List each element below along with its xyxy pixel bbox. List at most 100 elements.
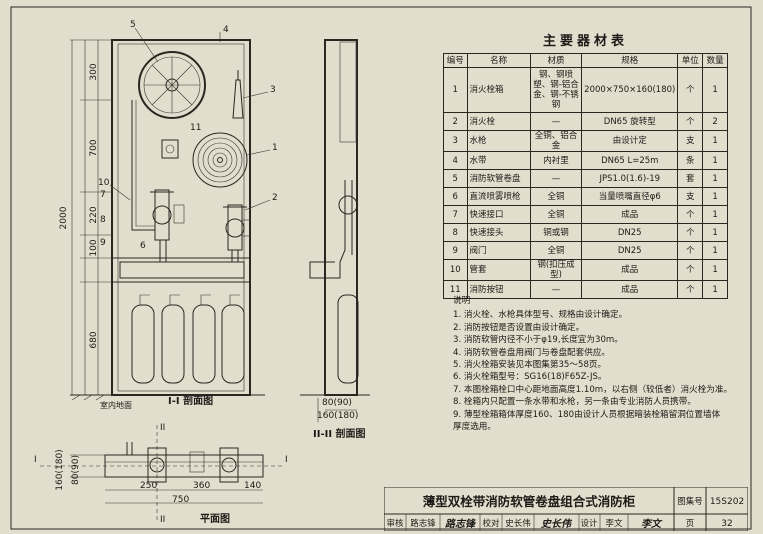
table-cell: 6 [443, 187, 468, 206]
plan-title: 平面图 [200, 513, 230, 525]
table-cell: 消火栓箱 [466, 67, 531, 113]
note-item: 4. 消防软管卷盘用阀门与卷盘配套供应。 [453, 347, 611, 358]
table-cell: 7 [443, 205, 468, 224]
note-item: 3. 消防软管内径不小于φ19,长度宜为30m。 [453, 335, 623, 346]
col-header: 规格 [581, 53, 679, 68]
dim-80-90-left: 80(90) [71, 455, 81, 485]
table-cell: 个 [677, 223, 704, 242]
table-cell: 2000×750×160(180) [581, 67, 679, 113]
dim-700: 700 [89, 139, 99, 156]
table-cell: 1 [702, 67, 728, 113]
section-1-1-view: 300 700 2000 220 100 680 5 4 3 11 1 2 10… [59, 20, 278, 410]
section-2-2-view: 80(90) 160(180) II-II 剖面图 [300, 39, 370, 440]
fire-button [161, 139, 179, 159]
table-cell: 支 [677, 130, 704, 152]
view-title-2: II-II 剖面图 [313, 427, 366, 440]
table-cell: 1 [443, 67, 468, 113]
table-cell: 成品 [581, 205, 679, 224]
col-header: 编号 [443, 53, 468, 68]
design-name: 李文 [605, 518, 623, 529]
table-cell: 全铜 [529, 187, 583, 206]
table-cell: 钢(扣压成型) [529, 259, 583, 281]
table-cell: 成品 [581, 280, 679, 299]
design-signature: 李文 [641, 518, 663, 530]
title-block: 薄型双栓带消防软管卷盘组合式消防柜 图集号 15S202 审核 路志锋 路志锋 … [384, 487, 748, 531]
drawing-title: 薄型双栓带消防软管卷盘组合式消防柜 [423, 494, 636, 509]
notes-header: 说明 [453, 296, 471, 306]
col-header: 名称 [466, 53, 531, 68]
table-header-row: 编号 名称 材质 规格 单位 数量 [443, 53, 728, 68]
water-gun [232, 79, 244, 119]
dim-100: 100 [89, 239, 99, 256]
dim-220: 220 [89, 206, 99, 223]
table-cell: 9 [443, 241, 468, 260]
check-label: 校对 [482, 518, 500, 529]
col-header: 数量 [702, 53, 728, 68]
table-cell: 1 [702, 259, 728, 281]
check-name: 史长伟 [505, 518, 531, 529]
table-cell: 支 [677, 187, 704, 206]
page-label: 页 [686, 519, 695, 529]
section-mark-I-right: I [285, 455, 288, 465]
table-cell: 10 [443, 259, 468, 281]
dim-80-90: 80(90) [322, 398, 352, 408]
notes-section: 说明 1. 消火栓、水枪具体型号、规格由设计确定。2. 消防按钮是否设置由设计确… [453, 295, 743, 433]
table-cell: DN65 L=25m [581, 151, 679, 170]
table-cell: 4 [443, 151, 468, 170]
col-header: 材质 [529, 53, 583, 68]
table-cell: 1 [702, 223, 728, 242]
note-item: 厚度选用。 [453, 422, 496, 433]
callout-7: 7 [100, 190, 106, 200]
callout-2: 2 [272, 193, 278, 203]
table-cell: 当量喷嘴直径φ6 [581, 187, 679, 206]
hydrant-valve-1 [150, 189, 185, 241]
page-number: 32 [721, 519, 732, 529]
review-name: 路志锋 [410, 518, 436, 529]
dim-250: 250 [140, 481, 157, 491]
table-cell: 直流喷雾喷枪 [466, 187, 531, 206]
table-cell: 1 [702, 205, 728, 224]
table-cell: 成品 [581, 259, 679, 281]
table-cell: 11 [443, 280, 468, 299]
atlas-number: 15S202 [710, 497, 744, 507]
table-cell: — [529, 169, 583, 188]
notes-list: 1. 消火栓、水枪具体型号、规格由设计确定。2. 消防按钮是否设置由设计确定。3… [453, 309, 743, 433]
callout-10: 10 [98, 178, 110, 188]
table-cell: 1 [702, 241, 728, 260]
table-cell: 1 [702, 130, 728, 152]
table-cell: 2 [702, 112, 728, 131]
table-cell: 快速接口 [466, 205, 531, 224]
callout-11: 11 [190, 123, 201, 133]
table-cell: 个 [677, 205, 704, 224]
callout-3: 3 [270, 85, 276, 95]
sheet-border [10, 6, 752, 530]
dim-750: 750 [172, 495, 189, 505]
table-cell: 8 [443, 223, 468, 242]
table-cell: 2 [443, 112, 468, 131]
note-item: 7. 本图栓箱栓口中心距地面高度1.10m，以右侧（较低者）消火栓为准。 [453, 384, 733, 395]
table-cell: 个 [677, 259, 704, 281]
table-cell: 个 [677, 67, 704, 113]
table-cell: 内衬里 [529, 151, 583, 170]
table-cell: 条 [677, 151, 704, 170]
dim-2000: 2000 [59, 206, 69, 229]
note-item: 2. 消防按钮是否设置由设计确定。 [453, 322, 585, 333]
table-cell: 水带 [466, 151, 531, 170]
note-item: 8. 栓箱内只配置一条水带和水枪，另一条由专业消防人员携带。 [453, 397, 696, 408]
section-mark-II-top: II [160, 423, 165, 433]
table-cell: 1 [702, 187, 728, 206]
table-cell: 钢、钢喷塑、钢-铝合金、钢-不锈钢 [529, 67, 583, 113]
plan-view: 160(180) 80(90) 250 360 140 750 II II I … [34, 423, 288, 525]
table-cell: 个 [677, 112, 704, 131]
table-cell: 水枪 [466, 130, 531, 152]
cabinet-outline [111, 39, 251, 396]
